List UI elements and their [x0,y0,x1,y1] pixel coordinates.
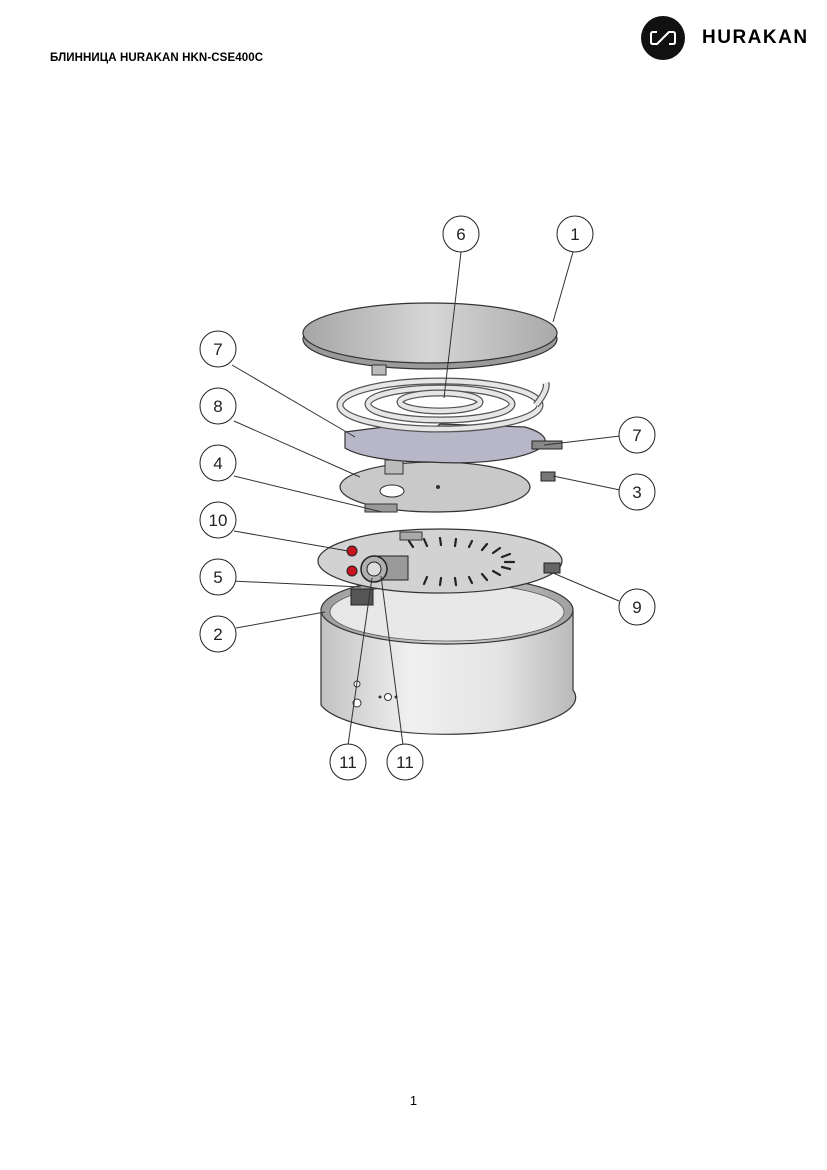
svg-text:6: 6 [456,225,465,244]
svg-text:1: 1 [570,225,579,244]
page-number: 1 [409,1093,418,1108]
cooking-plate [302,302,558,376]
svg-text:7: 7 [213,340,222,359]
callout-2: 2 [199,615,237,653]
callout-4: 4 [199,444,237,482]
callout-9: 9 [618,588,656,626]
callout-1: 1 [556,215,594,253]
document-title: БЛИННИЦА HURAKAN HKN-CSE400C [50,52,264,64]
svg-text:11: 11 [339,753,357,772]
svg-text:2: 2 [213,625,222,644]
svg-text:5: 5 [213,568,222,587]
brand-name: HURAKAN [702,27,809,48]
svg-text:4: 4 [213,454,222,473]
svg-text:11: 11 [396,753,414,772]
svg-text:10: 10 [209,511,228,530]
callout-10: 10 [199,501,237,539]
svg-text:9: 9 [632,598,641,617]
callout-7-shield: 7 [199,330,237,368]
callout-7-bracket: 7 [618,416,656,454]
svg-text:7: 7 [632,426,641,445]
hurakan-logo-icon [641,16,685,60]
callout-11-left: 11 [329,743,367,781]
leader-lines [231,251,621,746]
heating-coil [336,377,550,433]
callout-5: 5 [199,558,237,596]
reflector-disc [339,459,556,513]
callout-3: 3 [618,473,656,511]
callout-11-right: 11 [386,743,424,781]
svg-text:3: 3 [632,483,641,502]
callout-8: 8 [199,387,237,425]
thermostat-assembly [346,545,409,583]
svg-text:8: 8 [213,397,222,416]
brand-logo: HURAKAN [641,16,809,60]
callout-6: 6 [442,215,480,253]
